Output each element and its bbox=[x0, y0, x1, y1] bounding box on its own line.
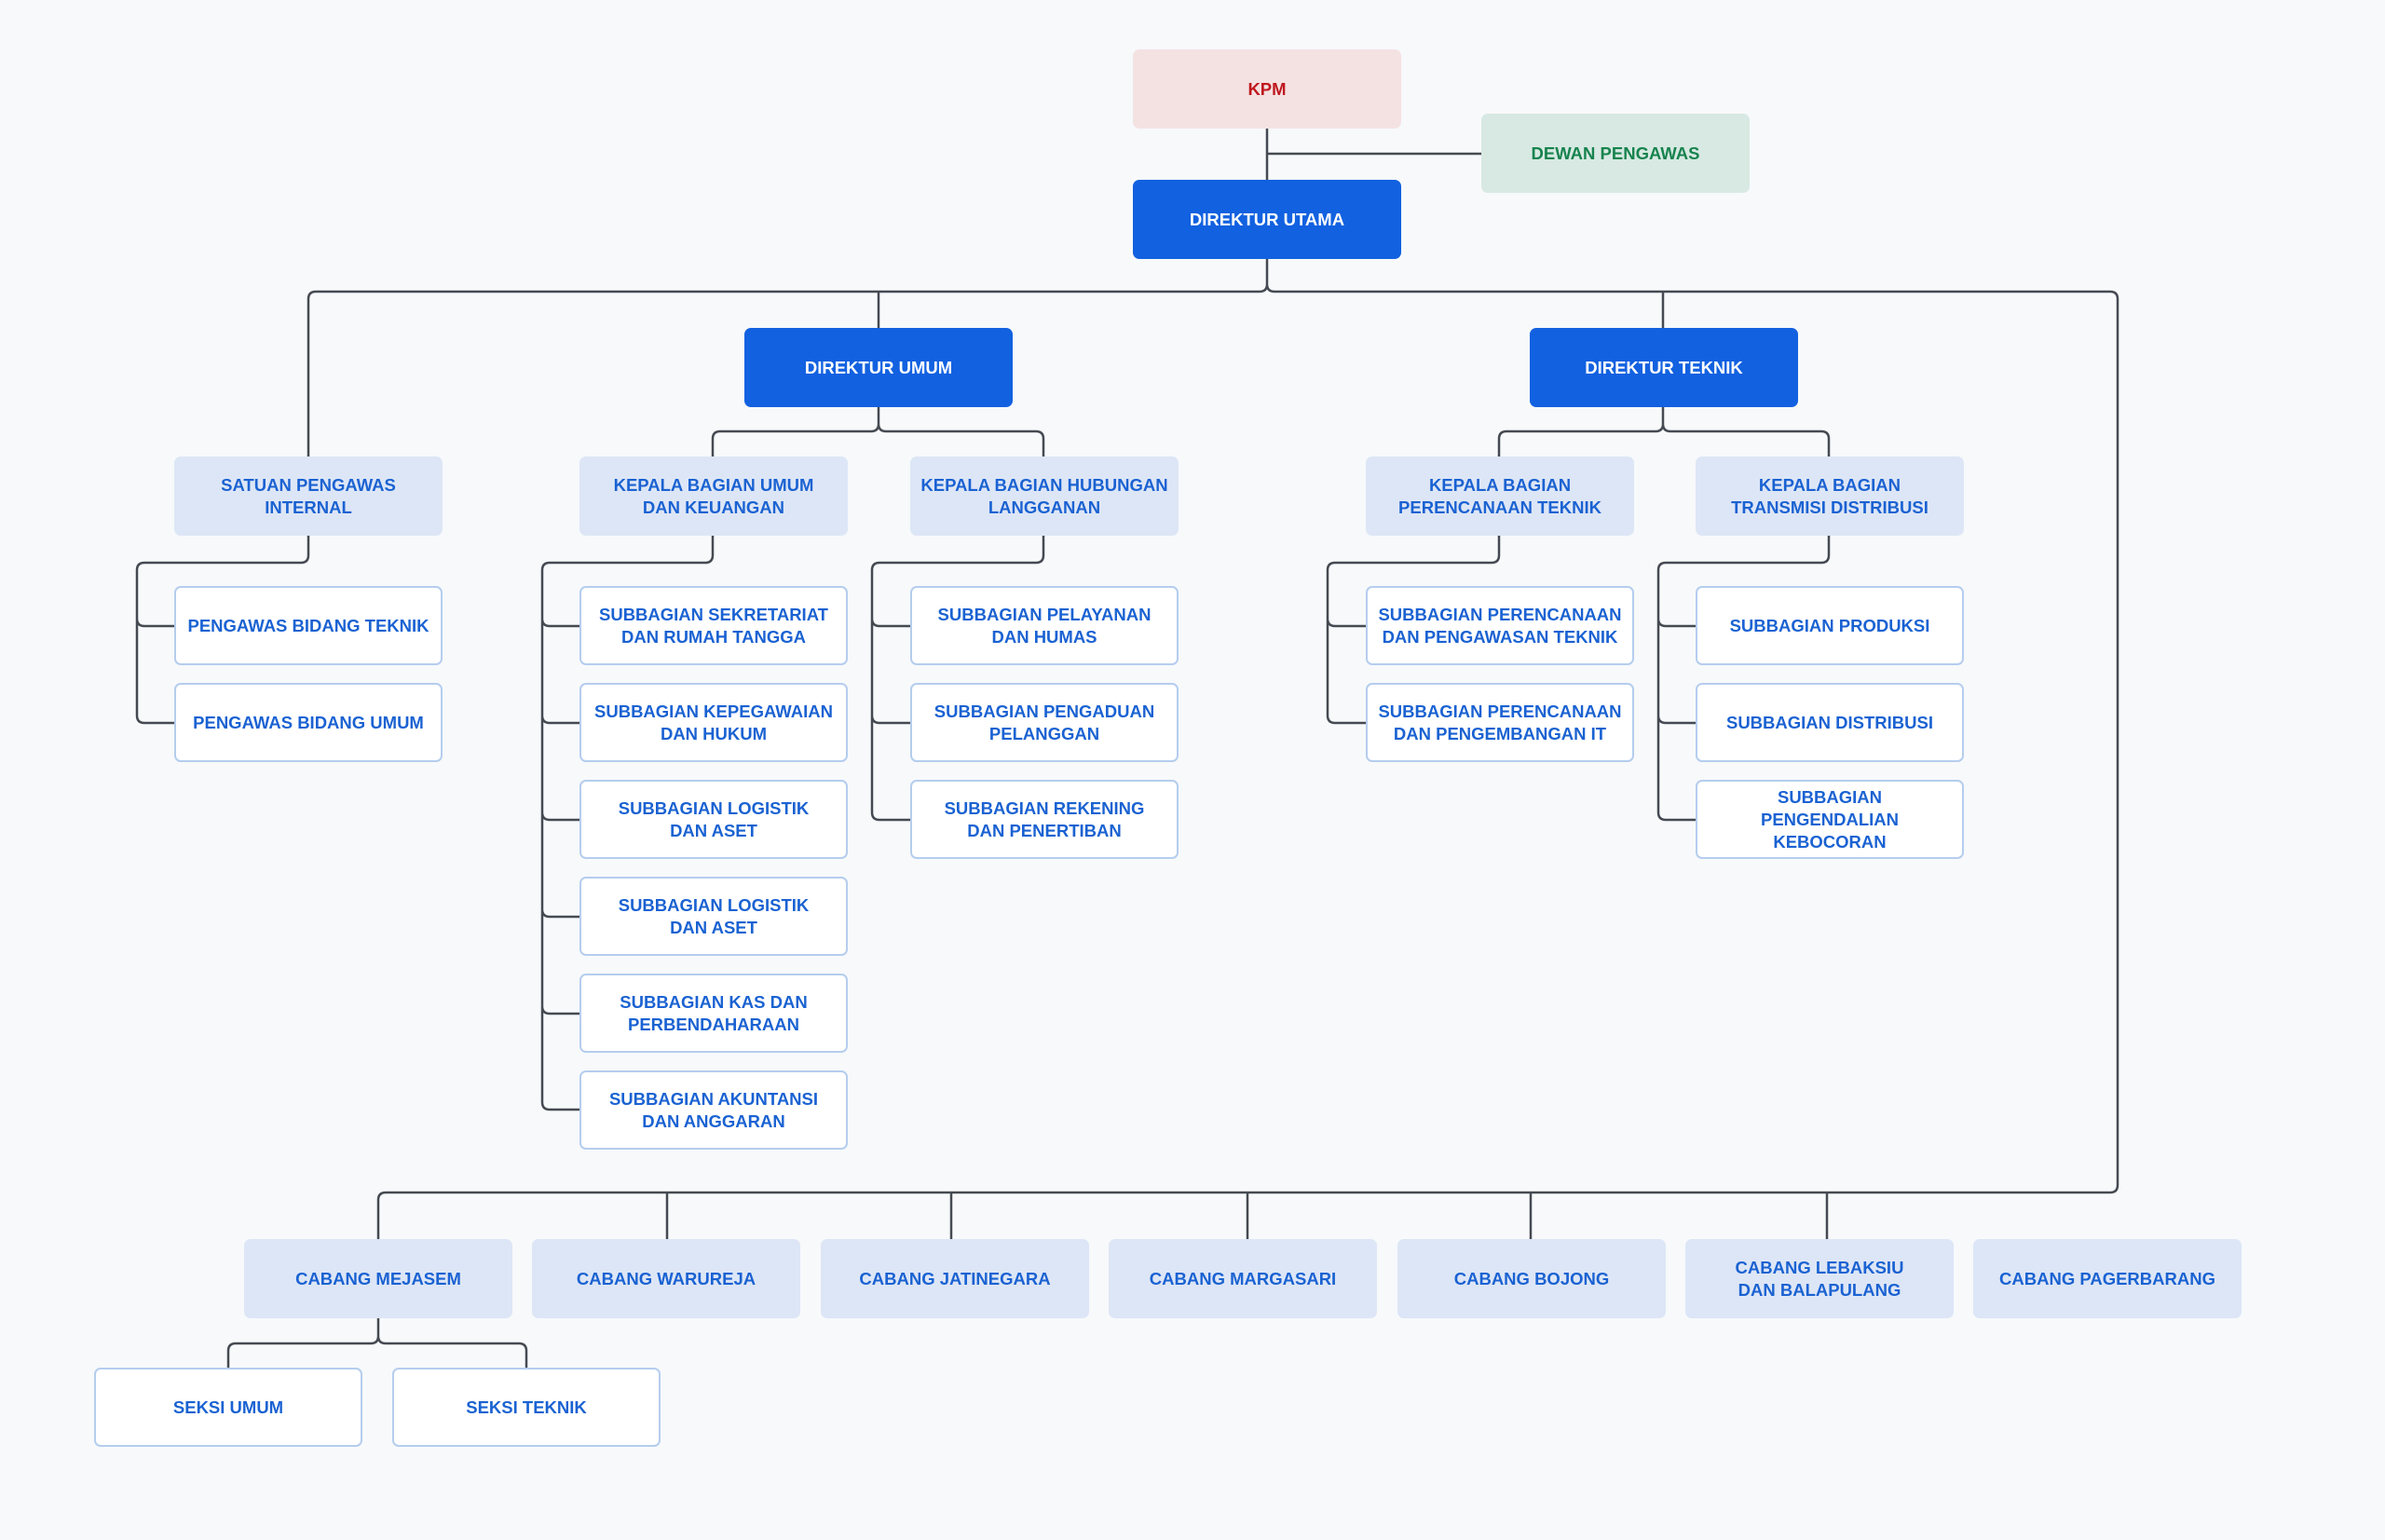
node-cabang: CABANG PAGERBARANG bbox=[1973, 1239, 2242, 1318]
node-subbagian-transmisi: SUBBAGIAN DISTRIBUSI bbox=[1696, 683, 1964, 762]
connector bbox=[226, 1318, 528, 1368]
node-cabang: CABANG MEJASEM bbox=[244, 1239, 512, 1318]
node-subbagian-transmisi: SUBBAGIAN PRODUKSI bbox=[1696, 586, 1964, 665]
node-subbagian-perencanaan: SUBBAGIAN PERENCANAAN DAN PENGEMBANGAN I… bbox=[1366, 683, 1634, 762]
node-seksi-umum: SEKSI UMUM bbox=[94, 1368, 362, 1447]
node-cabang: CABANG BOJONG bbox=[1397, 1239, 1666, 1318]
node-subbagian-umum: SUBBAGIAN KAS DAN PERBENDAHARAAN bbox=[579, 974, 848, 1053]
connector bbox=[665, 1192, 1829, 1239]
node-kabag-hubungan-langganan: KEPALA BAGIAN HUBUNGAN LANGGANAN bbox=[910, 457, 1179, 536]
node-kabag-umum-keuangan: KEPALA BAGIAN UMUM DAN KEUANGAN bbox=[579, 457, 848, 536]
node-subbagian-transmisi: SUBBAGIAN PENGENDALIAN KEBOCORAN bbox=[1696, 780, 1964, 859]
connector bbox=[711, 407, 1831, 457]
connector bbox=[1326, 536, 1501, 725]
node-kabag-transmisi-distribusi: KEPALA BAGIAN TRANSMISI DISTRIBUSI bbox=[1696, 457, 1964, 536]
node-satuan-pengawas-internal: SATUAN PENGAWAS INTERNAL bbox=[174, 457, 443, 536]
node-direktur-umum: DIREKTUR UMUM bbox=[744, 328, 1013, 407]
node-subbagian-umum: SUBBAGIAN AKUNTANSI DAN ANGGARAN bbox=[579, 1070, 848, 1150]
node-pengawas-bidang-teknik: PENGAWAS BIDANG TEKNIK bbox=[174, 586, 443, 665]
node-subbagian-hubungan: SUBBAGIAN PELAYANAN DAN HUMAS bbox=[910, 586, 1179, 665]
node-direktur-teknik: DIREKTUR TEKNIK bbox=[1530, 328, 1798, 407]
connector bbox=[135, 536, 310, 725]
node-pengawas-bidang-umum: PENGAWAS BIDANG UMUM bbox=[174, 683, 443, 762]
node-subbagian-perencanaan: SUBBAGIAN PERENCANAAN DAN PENGAWASAN TEK… bbox=[1366, 586, 1634, 665]
connector bbox=[540, 536, 715, 1111]
node-seksi-teknik: SEKSI TEKNIK bbox=[392, 1368, 661, 1447]
node-cabang: CABANG WARUREJA bbox=[532, 1239, 800, 1318]
node-subbagian-umum: SUBBAGIAN SEKRETARIAT DAN RUMAH TANGGA bbox=[579, 586, 848, 665]
node-subbagian-hubungan: SUBBAGIAN PENGADUAN PELANGGAN bbox=[910, 683, 1179, 762]
node-subbagian-umum: SUBBAGIAN LOGISTIK DAN ASET bbox=[579, 877, 848, 956]
connector bbox=[307, 129, 2119, 1239]
node-cabang: CABANG LEBAKSIU DAN BALAPULANG bbox=[1685, 1239, 1954, 1318]
node-subbagian-hubungan: SUBBAGIAN REKENING DAN PENERTIBAN bbox=[910, 780, 1179, 859]
node-dewan-pengawas: DEWAN PENGAWAS bbox=[1481, 114, 1750, 193]
node-cabang: CABANG MARGASARI bbox=[1109, 1239, 1377, 1318]
node-subbagian-umum: SUBBAGIAN LOGISTIK DAN ASET bbox=[579, 780, 848, 859]
connector bbox=[870, 536, 1045, 822]
node-direktur-utama: DIREKTUR UTAMA bbox=[1133, 180, 1401, 259]
node-kpm: KPM bbox=[1133, 49, 1401, 129]
node-cabang: CABANG JATINEGARA bbox=[821, 1239, 1089, 1318]
node-subbagian-umum: SUBBAGIAN KEPEGAWAIAN DAN HUKUM bbox=[579, 683, 848, 762]
connector bbox=[1656, 536, 1831, 822]
node-kabag-perencanaan-teknik: KEPALA BAGIAN PERENCANAAN TEKNIK bbox=[1366, 457, 1634, 536]
